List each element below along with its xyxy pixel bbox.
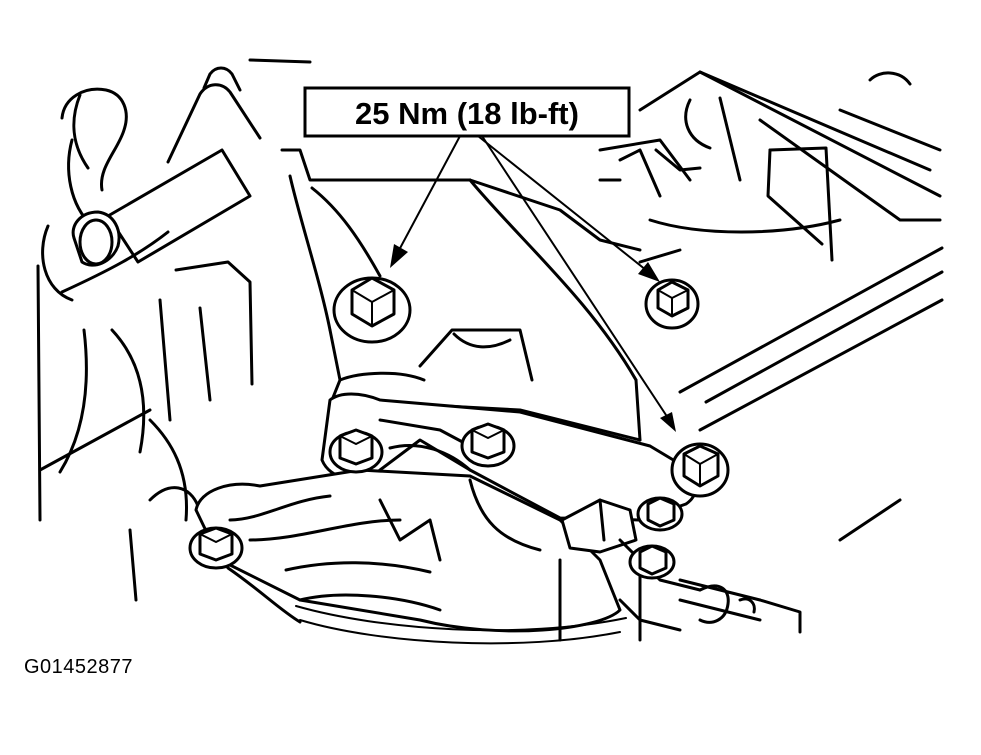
torque-callout-box [303,86,631,138]
bolt-upper-right [644,278,700,330]
figure-id-label: G01452877 [24,656,134,678]
bolt-flange-left [328,428,384,474]
bolt-upper-left [332,276,412,344]
arrowhead-upper-left [390,244,408,268]
bolt-bottom [628,544,676,580]
bolt-lower-right [670,442,730,498]
arrowhead-upper-right [638,262,660,282]
leader-arrows [390,135,676,432]
torque-callout: 25 Nm (18 lb-ft) [303,86,631,138]
arrowhead-lower-right [660,412,676,432]
torque-spec-label: 25 Nm (18 lb-ft) [355,96,579,131]
bolt-lower-left [188,526,244,570]
bolt-flange-center [460,422,516,468]
bolt-sensor [636,496,684,532]
engine-background [36,58,944,645]
